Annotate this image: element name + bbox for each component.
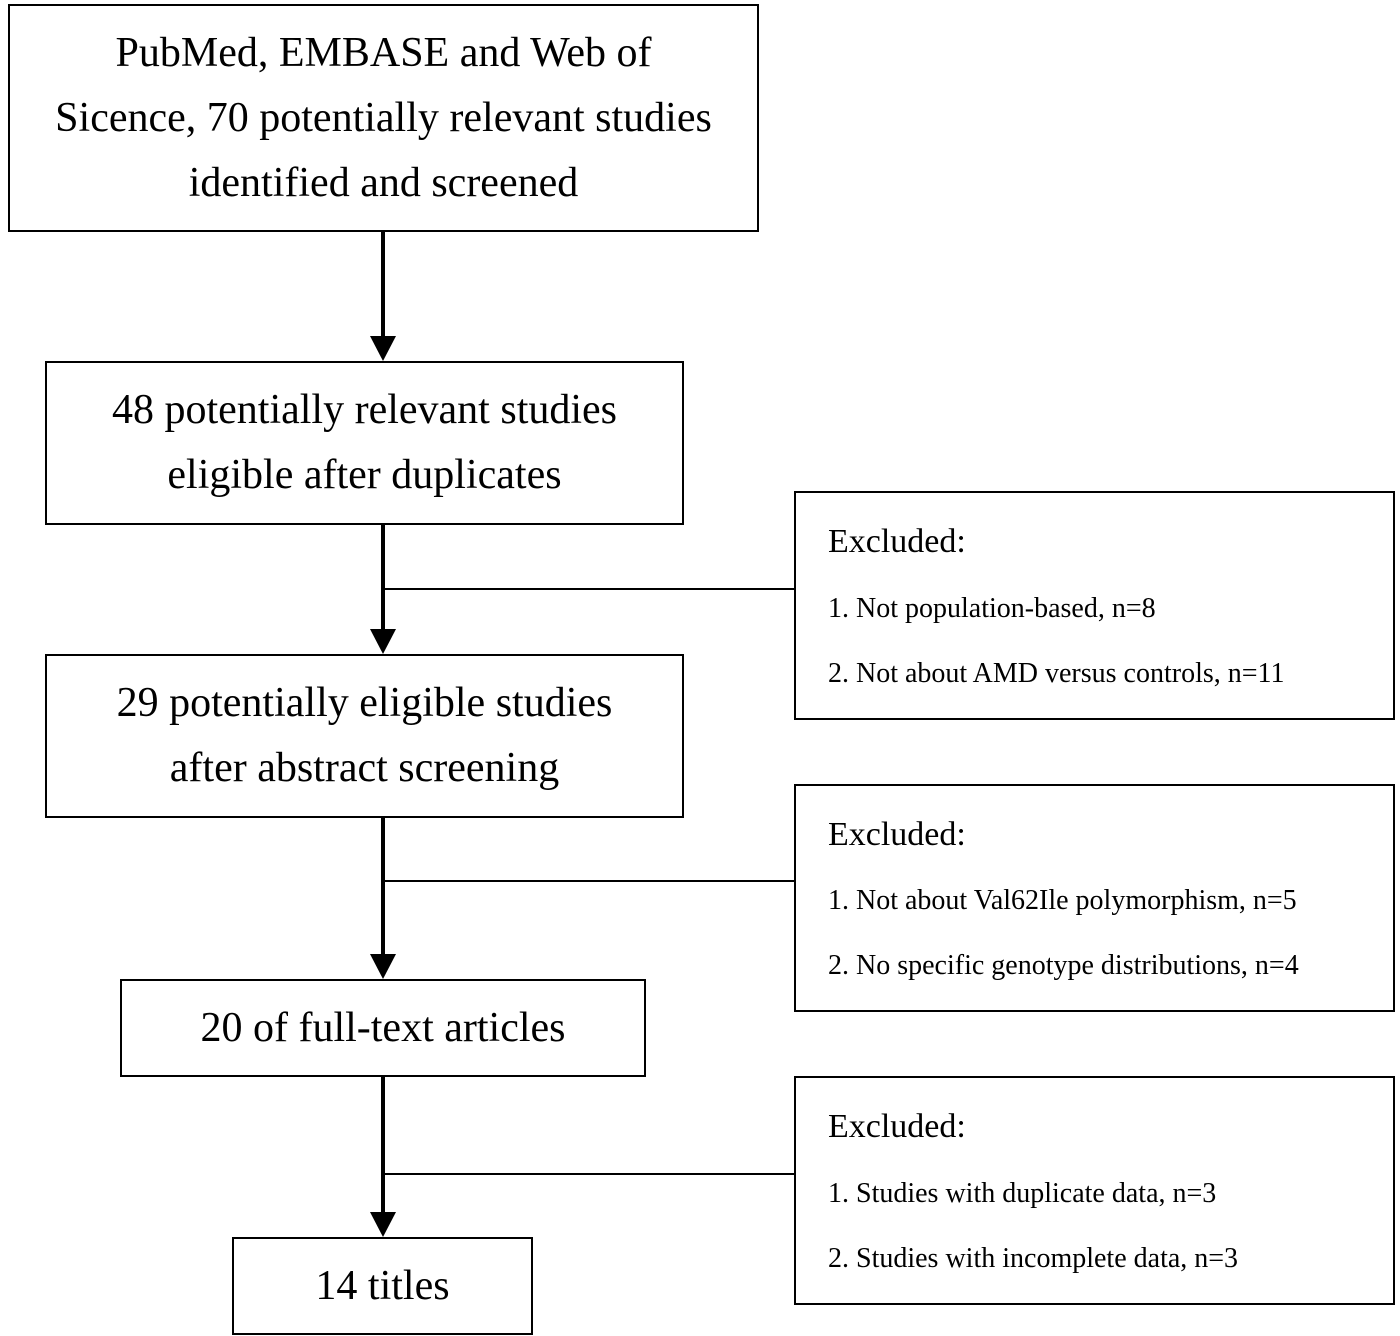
arrow-head-1	[370, 336, 396, 361]
exclusion-box-2: Excluded: 1. Not about Val62Ile polymorp…	[794, 784, 1395, 1012]
after-duplicates-line-1: 48 potentially relevant studies	[111, 387, 618, 433]
full-text-box: 20 of full-text articles	[120, 979, 646, 1077]
arrow-head-2	[370, 629, 396, 654]
identified-line-2: Sicence, 70 potentially relevant studies	[55, 94, 712, 141]
identified-box: PubMed, EMBASE and Web of Sicence, 70 po…	[8, 4, 759, 232]
exclusion-title-2: Excluded:	[828, 816, 966, 853]
included-line-1: 14 titles	[315, 1262, 450, 1309]
exclusion-title-1: Excluded:	[828, 523, 966, 560]
exclusion-box-3: Excluded: 1. Studies with duplicate data…	[794, 1076, 1395, 1305]
arrow-head-3	[370, 954, 396, 979]
exclusion-item-1-2: 2. Not about AMD versus controls, n=11	[828, 658, 1285, 689]
exclusion-title-3: Excluded:	[828, 1108, 966, 1145]
after-duplicates-box: 48 potentially relevant studies eligible…	[45, 361, 684, 525]
exclusion-item-3-2: 2. Studies with incomplete data, n=3	[828, 1243, 1239, 1274]
exclusion-item-2-1: 1. Not about Val62Ile polymorphism, n=5	[828, 885, 1297, 916]
exclusion-box-1: Excluded: 1. Not population-based, n=8 2…	[794, 491, 1395, 720]
exclusion-item-1-1: 1. Not population-based, n=8	[828, 593, 1156, 624]
identified-line-1: PubMed, EMBASE and Web of	[115, 29, 652, 76]
identified-line-3: identified and screened	[188, 159, 579, 206]
exclusion-item-2-2: 2. No specific genotype distributions, n…	[828, 950, 1299, 981]
after-abstract-line-1: 29 potentially eligible studies	[116, 680, 613, 726]
after-duplicates-line-2: eligible after duplicates	[167, 452, 562, 498]
full-text-line-1: 20 of full-text articles	[200, 1004, 566, 1051]
after-abstract-box: 29 potentially eligible studies after ab…	[45, 654, 684, 818]
after-abstract-line-2: after abstract screening	[169, 745, 560, 791]
arrow-head-4	[370, 1212, 396, 1237]
included-box: 14 titles	[232, 1237, 533, 1335]
exclusion-item-3-1: 1. Studies with duplicate data, n=3	[828, 1178, 1217, 1209]
